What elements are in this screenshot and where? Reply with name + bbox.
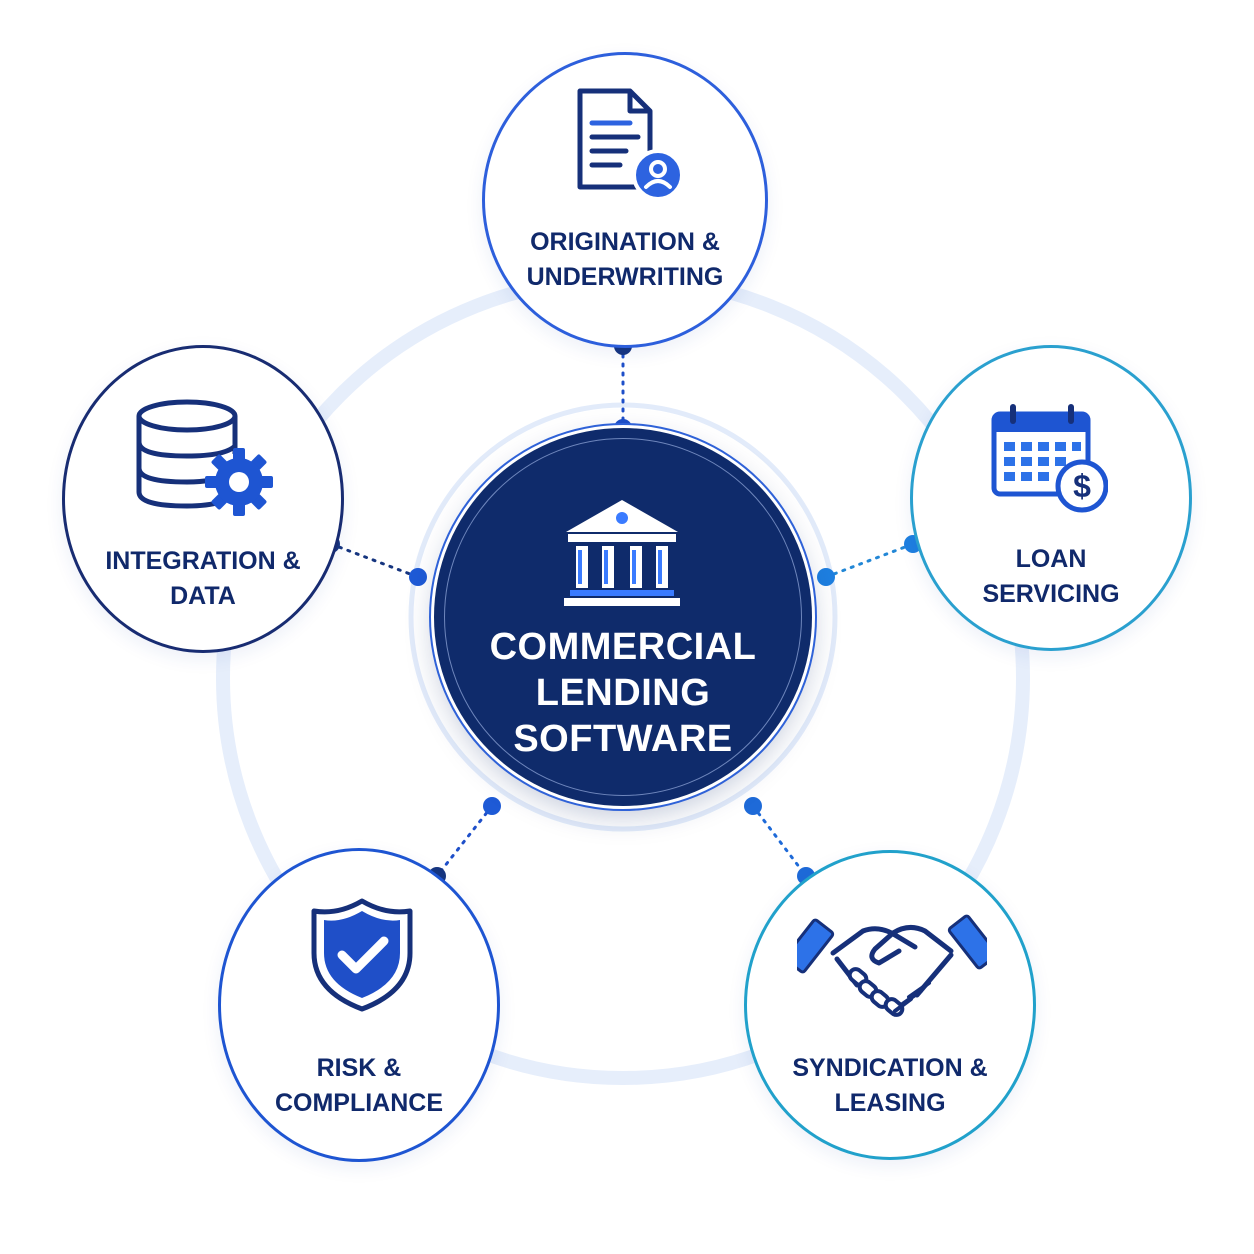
node-integration-data: INTEGRATION & DATA [62,345,344,653]
servicing-label: LOAN SERVICING [982,545,1120,608]
handshake-icon [797,914,987,1017]
bank-building-icon [564,500,680,606]
connector-dot-integration-inner [409,568,427,586]
connector-integration [329,542,420,579]
node-risk-compliance: RISK & COMPLIANCE [218,848,500,1162]
integration-label: INTEGRATION & DATA [105,547,301,610]
hub-commercial-lending: COMMERCIAL LENDING SOFTWARE [434,428,812,806]
risk-label: RISK & COMPLIANCE [274,1054,444,1117]
syndication-label: SYNDICATION & LEASING [792,1054,988,1117]
node-origination-underwriting: ORIGINATION & UNDERWRITING [482,52,768,348]
hub-inner-ring [444,438,802,796]
node-syndication-leasing: SYNDICATION & LEASING [744,850,1036,1160]
hub-halo-ring [408,402,838,832]
connector-risk [435,804,494,878]
svg-text:$: $ [1073,468,1091,504]
shield-check-icon [311,898,413,1012]
connector-dot-syndication-inner [744,797,762,815]
document-user-icon [577,88,684,201]
connector-servicing [824,542,915,579]
connector-dot-risk-inner [483,797,501,815]
node-loan-servicing: $ LOAN SERVICING [910,345,1192,651]
connector-dot-servicing-inner [817,568,835,586]
calendar-dollar-icon: $ [991,404,1108,513]
connector-syndication [751,804,808,878]
origination-label: ORIGINATION & UNDERWRITING [526,228,724,291]
hub-title: COMMERCIAL LENDING SOFTWARE [489,626,757,760]
database-gear-icon [136,399,273,516]
